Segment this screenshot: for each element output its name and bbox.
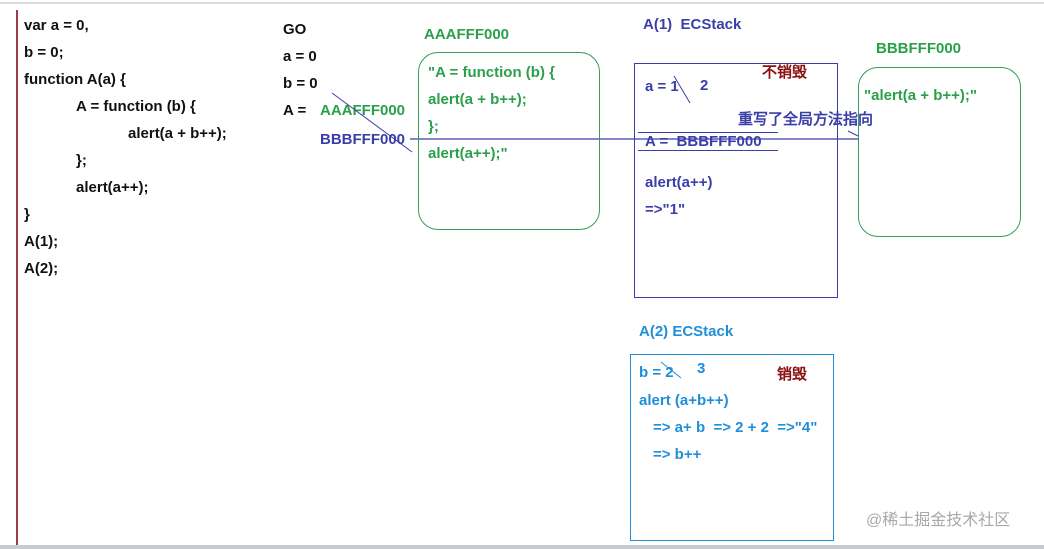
heap2-line: "alert(a + b++);": [864, 87, 978, 104]
ecstack2-box: [630, 354, 834, 541]
ecstack2-call: alert (a+b++): [639, 392, 729, 409]
ecstack1-title: A(1) ECStack: [643, 16, 742, 33]
go-title: GO: [283, 21, 307, 38]
code-line: A = function (b) {: [76, 98, 196, 115]
assign-underline: [638, 150, 778, 151]
code-line: };: [76, 152, 87, 169]
heap1-line: alert(a + b++);: [428, 91, 527, 108]
go-b: b = 0: [283, 75, 318, 92]
ecstack1-status: 不销毁: [762, 64, 808, 81]
go-A-label: A =: [283, 102, 307, 119]
ecstack2-b-new: 3: [697, 360, 706, 377]
ecstack2-step1: => a+ b => 2 + 2 =>"4": [653, 419, 818, 436]
watermark: @稀土掘金技术社区: [866, 512, 1011, 529]
ecstack1-assign: A = BBBFFF000: [645, 133, 762, 150]
heap2-address: BBBFFF000: [876, 40, 962, 57]
ecstack2-b: b = 2: [639, 364, 674, 381]
ecstack2-title: A(2) ECStack: [639, 323, 734, 340]
ecstack1-note: 重写了全局方法指向: [738, 111, 874, 128]
code-line: alert(a + b++);: [128, 125, 227, 142]
ecstack1-result: =>"1": [645, 201, 686, 218]
ecstack1-a-new: 2: [700, 77, 709, 94]
heap2-box: [858, 67, 1021, 237]
ecstack1-a: a = 1: [645, 78, 679, 95]
go-a: a = 0: [283, 48, 317, 65]
ecstack1-box: [634, 63, 838, 298]
heap1-line: alert(a++);": [428, 145, 508, 162]
heap1-box: [418, 52, 600, 230]
top-border: [0, 2, 1044, 4]
arrow-tick: [847, 130, 859, 137]
bottom-bar: [0, 545, 1044, 549]
heap1-line: "A = function (b) {: [428, 64, 555, 81]
code-line: A(2);: [24, 260, 59, 277]
code-line: alert(a++);: [76, 179, 149, 196]
code-line: b = 0;: [24, 44, 64, 61]
ecstack2-step2: => b++: [653, 446, 702, 463]
code-line: function A(a) {: [24, 71, 126, 88]
go-A-new: BBBFFF000: [320, 131, 406, 148]
heap1-address: AAAFFF000: [424, 26, 510, 43]
ecstack1-call: alert(a++): [645, 174, 713, 191]
ecstack2-status: 销毁: [777, 366, 808, 383]
heap1-line: };: [428, 118, 439, 135]
code-line: A(1);: [24, 233, 59, 250]
code-line: var a = 0,: [24, 17, 89, 34]
go-A-old: AAAFFF000: [320, 102, 406, 119]
margin-line: [16, 10, 18, 549]
code-line: }: [24, 206, 30, 223]
assign-overline: [638, 132, 778, 133]
